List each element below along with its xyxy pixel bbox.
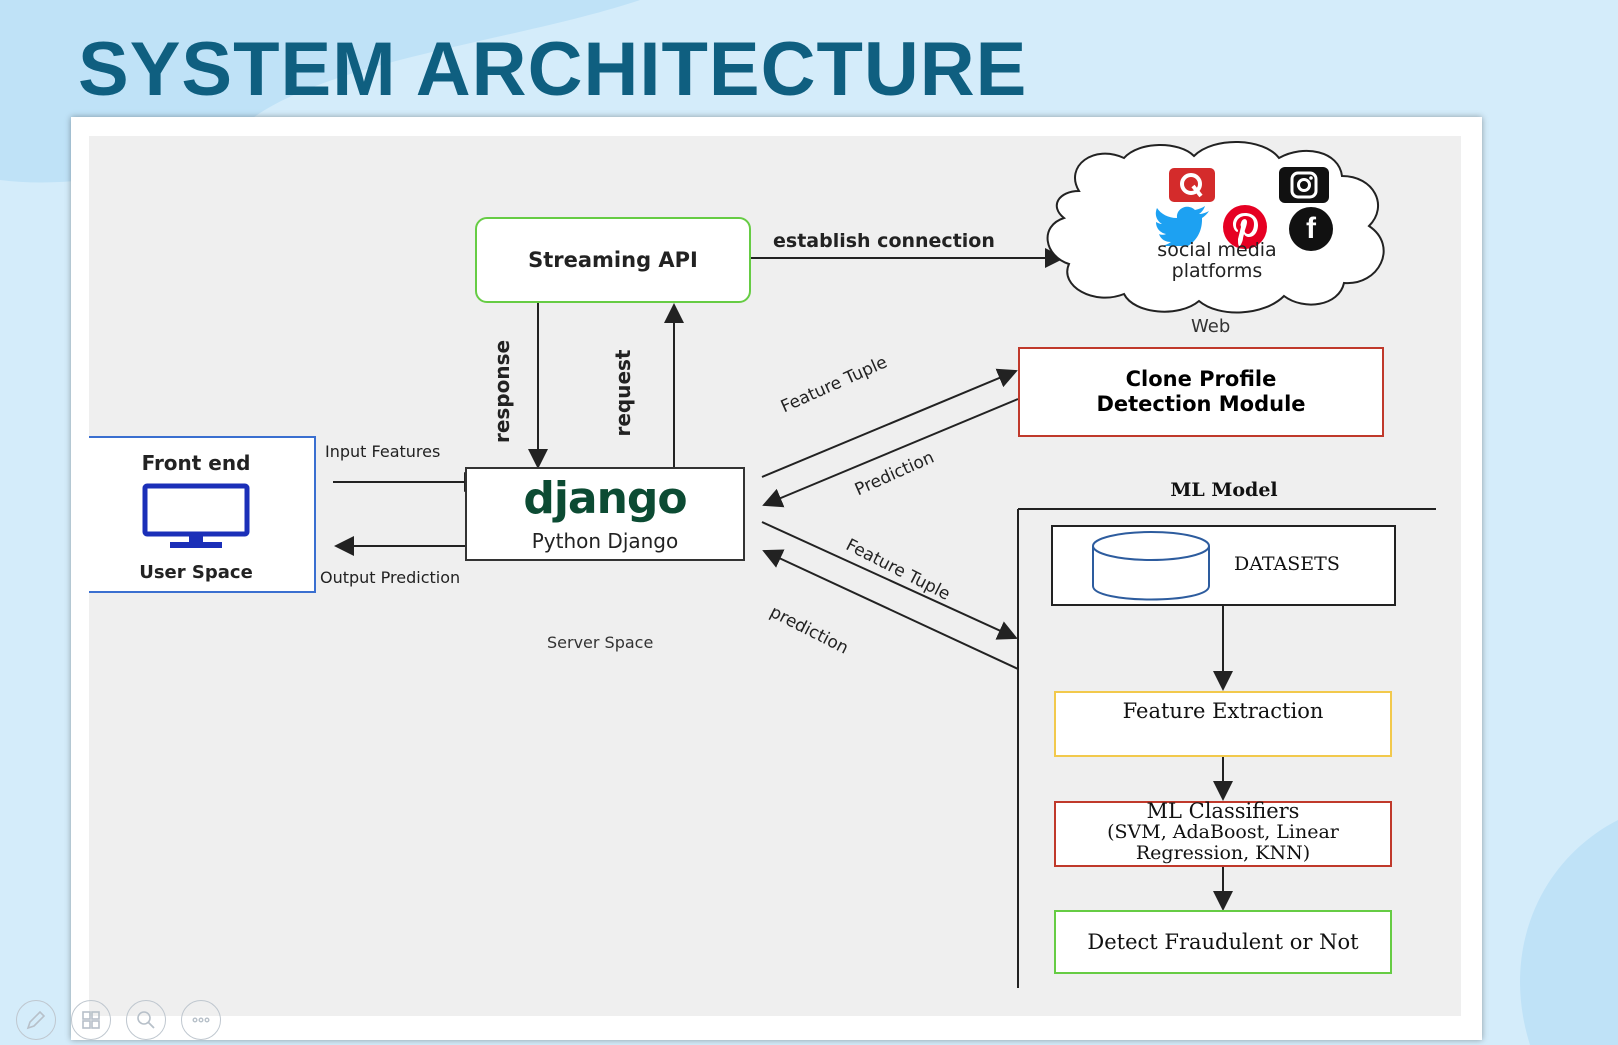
ml-classifiers-box: ML Classifiers (SVM, AdaBoost, Linear Re…: [1054, 801, 1392, 867]
streaming-api-box: Streaming API: [475, 217, 751, 303]
prediction-bottom-arrow: [762, 549, 1019, 670]
feature-extraction-box: Feature Extraction: [1054, 691, 1392, 757]
detect-fraudulent-label: Detect Fraudulent or Not: [1087, 930, 1359, 954]
social-media-line-2: platforms: [1171, 260, 1263, 282]
feature-tuple-bottom-arrow: [761, 521, 1018, 640]
clone-profile-module-box: Clone Profile Detection Module: [1018, 347, 1384, 437]
facebook-icon: f: [1289, 207, 1333, 251]
web-label: Web: [1191, 316, 1231, 337]
django-logo: django: [523, 473, 687, 524]
cloud-shape: [1046, 140, 1385, 314]
datasets-box: DATASETS: [1051, 525, 1396, 606]
prediction-top-arrow: [762, 398, 1019, 508]
ml-model-label: ML Model: [1170, 479, 1278, 501]
twitter-icon: [1155, 206, 1209, 246]
slide-title: SYSTEM ARCHITECTURE: [78, 27, 1028, 112]
detect-fraudulent-box: Detect Fraudulent or Not: [1054, 910, 1392, 974]
streaming-api-label: Streaming API: [528, 248, 698, 272]
feature-tuple-top-arrow: [761, 368, 1018, 478]
python-django-label: Python Django: [531, 529, 679, 553]
ml-classifiers-line-1: ML Classifiers: [1146, 799, 1300, 823]
input-features-label: Input Features: [325, 442, 441, 461]
monitor-icon: [142, 483, 250, 548]
pinterest-icon: [1223, 205, 1267, 249]
clone-module-line-2: Detection Module: [1096, 392, 1306, 416]
establish-connection-label: establish connection: [773, 230, 995, 252]
front-end-label: Front end: [141, 451, 251, 475]
pen-icon[interactable]: [16, 1000, 56, 1040]
diagram-canvas: Streaming API establish connection f soc…: [89, 136, 1461, 1016]
server-space-label: Server Space: [547, 633, 654, 652]
ml-classifiers-line-3: Regression, KNN): [1135, 842, 1311, 864]
clone-module-line-1: Clone Profile: [1125, 367, 1277, 391]
slides-grid-icon[interactable]: [71, 1000, 111, 1040]
user-space-label: User Space: [139, 562, 253, 583]
zoom-icon[interactable]: [126, 1000, 166, 1040]
social-media-label: social media platforms: [1137, 240, 1297, 282]
request-label: request: [611, 349, 635, 437]
diagram-connectors: [333, 140, 1436, 988]
quora-icon: [1169, 168, 1215, 202]
instagram-icon: [1279, 167, 1329, 203]
more-icon[interactable]: [181, 1000, 221, 1040]
front-end-box: Front end User Space: [89, 436, 316, 593]
ml-classifiers-line-2: (SVM, AdaBoost, Linear: [1107, 821, 1339, 843]
ml-classifiers-label: ML Classifiers (SVM, AdaBoost, Linear Re…: [1056, 801, 1390, 864]
response-label: response: [490, 339, 514, 443]
datasets-label: DATASETS: [1234, 553, 1340, 575]
feature-extraction-label: Feature Extraction: [1122, 699, 1324, 723]
diagram-frame: Streaming API establish connection f soc…: [71, 117, 1482, 1040]
django-server-box: django Python Django: [465, 467, 745, 561]
output-prediction-label: Output Prediction: [320, 568, 461, 587]
social-media-line-1: social media: [1157, 239, 1277, 261]
database-icon: [1092, 531, 1210, 601]
